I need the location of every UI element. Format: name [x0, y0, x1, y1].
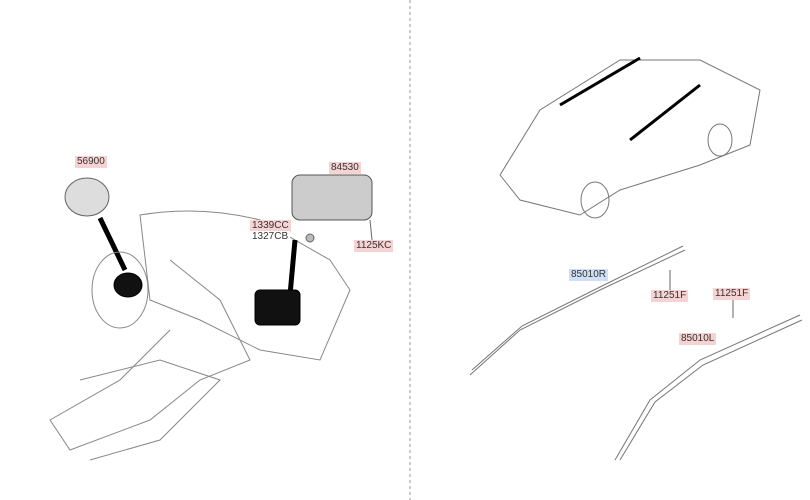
steering-airbag-module: [64, 177, 143, 298]
dashboard-outline: [49, 210, 351, 461]
part-label-84530[interactable]: 84530: [329, 162, 361, 174]
part-label-56900[interactable]: 56900: [75, 156, 107, 168]
part-label-1339CC[interactable]: 1339CC: [250, 220, 291, 232]
part-label-85010L[interactable]: 85010L: [679, 333, 717, 345]
part-label-11251F-right[interactable]: 11251F: [651, 290, 689, 302]
part-label-1125KC[interactable]: 1125KC: [354, 240, 394, 252]
curtain-airbag-right: [469, 245, 686, 376]
passenger-airbag-module: [254, 174, 373, 326]
part-label-11251F-left[interactable]: 11251F: [713, 288, 751, 300]
part-label-85010R[interactable]: 85010R: [569, 269, 609, 281]
curtain-airbag-left: [614, 314, 803, 461]
vehicle-illustration: [499, 56, 761, 219]
part-label-1327CB[interactable]: 1327CB: [250, 231, 291, 243]
